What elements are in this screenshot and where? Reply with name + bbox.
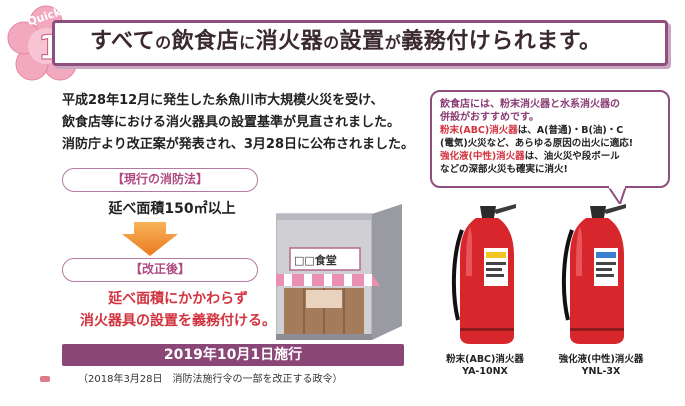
extinguisher-type: 強化液(中性)消火器: [558, 354, 644, 365]
bubble-powder-line-2: (電気)火災など、あらゆる原因の出火に適応!: [440, 138, 634, 149]
title-segment: すべて: [90, 29, 156, 54]
extinguisher-model: YNL-3X: [581, 366, 621, 377]
powder-desc: は、A(普通)・B(油)・C: [517, 125, 624, 136]
after-revision-label: 【改正後】: [62, 258, 258, 282]
effective-date-banner: 2019年10月1日施行: [62, 344, 404, 366]
title-frame: [52, 20, 668, 66]
extinguisher-caption: 粉末(ABC)消火器 YA-10NX: [430, 354, 540, 378]
intro-line: 飲食店等における消火器具の設置基準が見直されました。: [62, 115, 401, 130]
title-segment: 飲食店: [171, 29, 240, 54]
title-segment: の: [323, 33, 340, 52]
after-revision-text: 延べ面積にかかわらず 消火器具の設置を義務付ける。: [62, 288, 294, 332]
decorative-mark: [40, 376, 50, 382]
after-line: 延べ面積にかかわらず: [108, 291, 248, 307]
title-segment: に: [239, 33, 256, 52]
restaurant-building-illustration: □□食堂: [276, 204, 402, 340]
powder-extinguisher-name: 粉末(ABC)消火器: [440, 125, 518, 136]
intro-line: 平成28年12月に発生した糸魚川市大規模火災を受け、: [62, 93, 384, 108]
intro-paragraph: 平成28年12月に発生した糸魚川市大規模火災を受け、 飲食店等における消火器具の…: [62, 90, 432, 156]
bubble-liquid-line-2: などの深部火災も確実に消火!: [440, 164, 568, 175]
liquid-desc: は、油火災や段ボール: [524, 151, 620, 162]
bubble-liquid-line: 強化液(中性)消火器は、油火災や段ボール: [440, 150, 660, 163]
down-arrow-icon: [122, 222, 178, 256]
extinguisher-caption: 強化液(中性)消火器 YNL-3X: [546, 354, 656, 378]
after-line: 消火器具の設置を義務付ける。: [80, 313, 276, 329]
fire-extinguisher-icon: [561, 204, 626, 344]
shop-sign: □□食堂: [294, 253, 337, 267]
current-law-label: 【現行の消防法】: [62, 168, 258, 192]
liquid-extinguisher-name: 強化液(中性)消火器: [440, 151, 525, 162]
bubble-powder-line: 粉末(ABC)消火器は、A(普通)・B(油)・C: [440, 124, 660, 137]
effective-note: （2018年3月28日 消防法施行令の一部を改正する政令）: [78, 374, 343, 385]
intro-line: 消防庁より改正案が発表され、3月28日に公布されました。: [62, 137, 415, 152]
title-segment: 設置: [339, 29, 385, 54]
title-segment: が: [384, 33, 402, 52]
page-title: すべての飲食店に消火器の設置が義務付けられます。: [90, 27, 602, 57]
title-segment: 消火器: [255, 29, 324, 54]
bubble-title-line: 併設がおすすめです。: [440, 112, 539, 123]
bubble-tail: [608, 186, 628, 204]
fire-extinguisher-icon: [451, 204, 516, 344]
title-segment: の: [155, 33, 172, 52]
extinguisher-model: YA-10NX: [462, 366, 508, 377]
extinguisher-type: 粉末(ABC)消火器: [446, 354, 524, 365]
recommendation-bubble: 飲食店には、粉末消火器と水系消火器の 併設がおすすめです。 粉末(ABC)消火器…: [430, 90, 670, 188]
bubble-title-line: 飲食店には、粉末消火器と水系消火器の: [440, 99, 620, 110]
title-segment: 義務付けられます。: [401, 29, 602, 54]
current-law-text: 延べ面積150㎡以上: [108, 201, 236, 217]
